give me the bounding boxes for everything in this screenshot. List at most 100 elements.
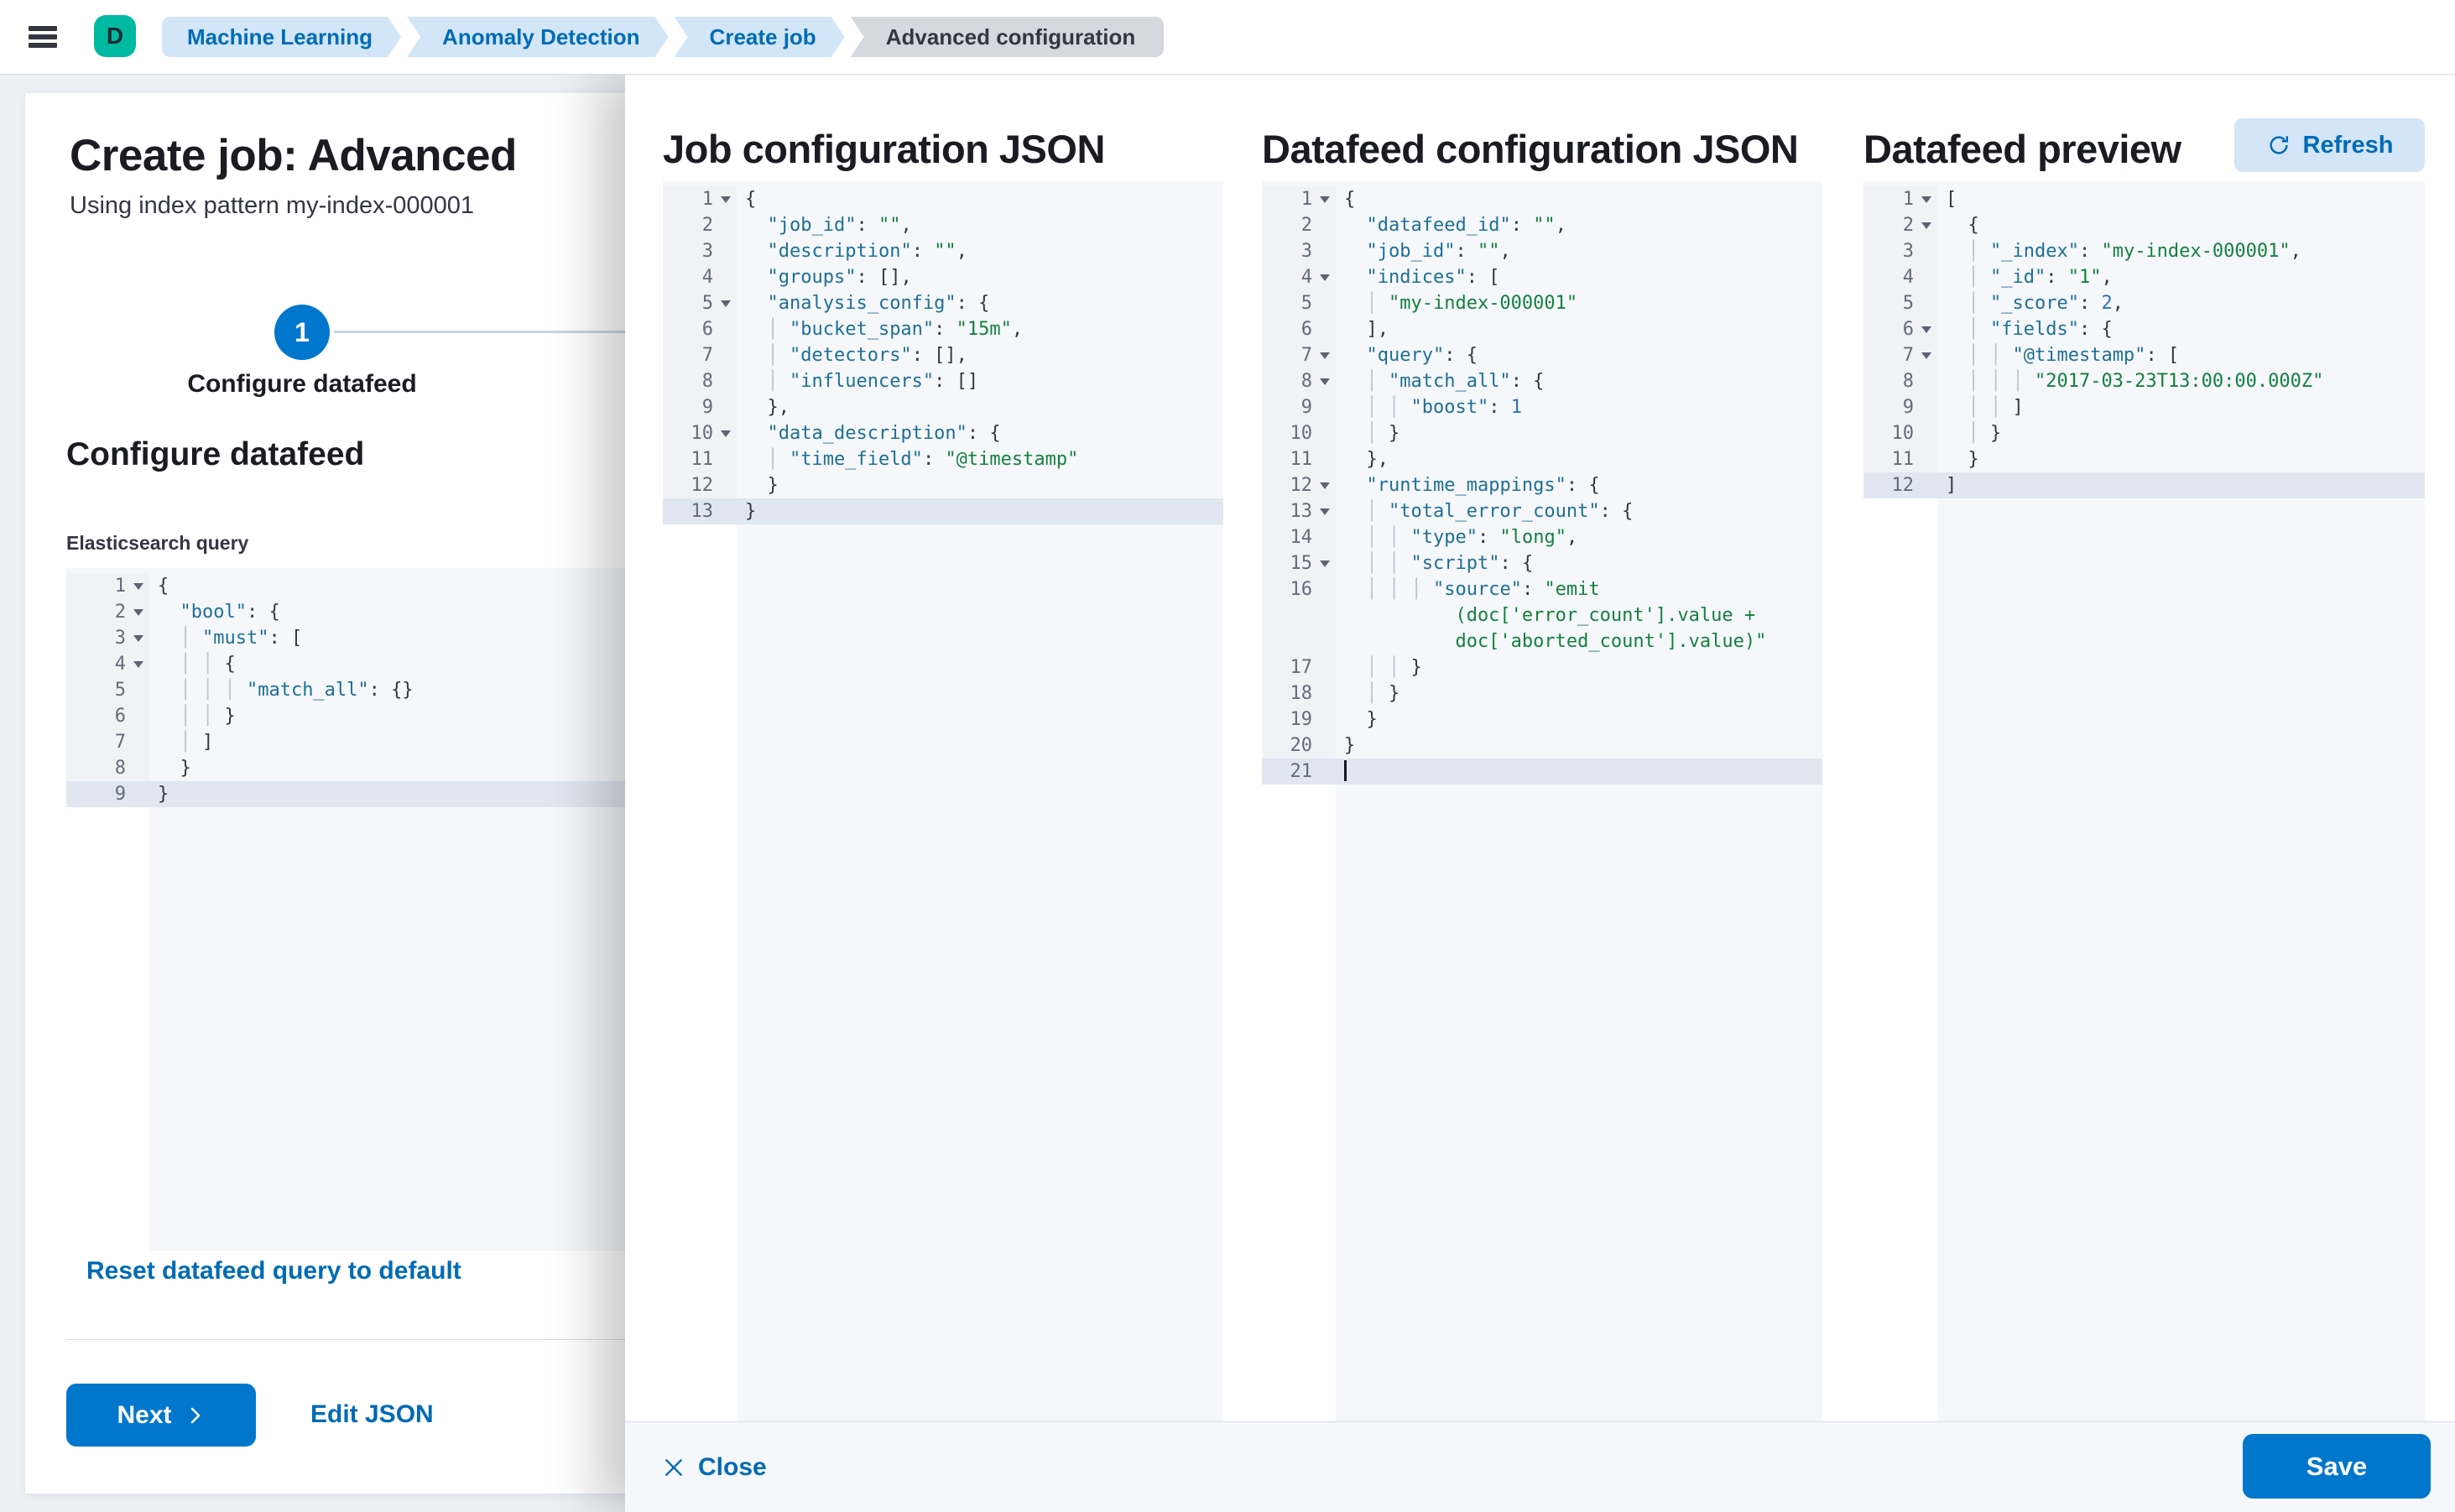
fold-arrow-icon[interactable]: [721, 430, 731, 437]
line-number: 21: [1262, 759, 1336, 785]
breadcrumb-anomaly-detection[interactable]: Anomaly Detection: [407, 17, 669, 57]
close-icon: [663, 1457, 685, 1478]
code-line: 13 │ "total_error_count": {: [1262, 498, 1822, 524]
fold-arrow-icon[interactable]: [1921, 352, 1931, 359]
refresh-button[interactable]: Refresh: [2234, 118, 2425, 172]
fold-arrow-icon[interactable]: [1320, 352, 1330, 359]
line-number: 8: [663, 368, 737, 394]
code-line: 7 │ "detectors": [],: [663, 342, 1223, 368]
line-number: 13: [1262, 498, 1336, 524]
datafeed-configuration-json-title: Datafeed configuration JSON: [1262, 127, 1799, 171]
fold-arrow-icon[interactable]: [133, 635, 143, 642]
code-line: 11 │ "time_field": "@timestamp": [663, 446, 1223, 472]
line-number: 4: [1262, 264, 1336, 290]
code-line: 6 │ "fields": {: [1863, 316, 2425, 342]
text-cursor: [1344, 759, 1347, 781]
divider: [66, 1339, 625, 1340]
code-line: 3 │ "must": [: [66, 625, 625, 651]
fold-arrow-icon[interactable]: [721, 300, 731, 307]
line-number: 5: [1262, 290, 1336, 316]
fold-arrow-icon[interactable]: [1921, 326, 1931, 333]
fold-arrow-icon[interactable]: [133, 609, 143, 616]
code-line: 9 │ │ ]: [1863, 394, 2425, 420]
refresh-button-label: Refresh: [2302, 131, 2394, 159]
next-button[interactable]: Next: [66, 1384, 256, 1447]
line-number: 3: [66, 625, 149, 651]
code-line: 12]: [1863, 472, 2425, 498]
line-number: 6: [1863, 316, 1937, 342]
page-title: Create job: Advanced: [70, 131, 517, 180]
code-line: 8 │ "influencers": []: [663, 368, 1223, 394]
line-number: 15: [1262, 550, 1336, 576]
editor-empty-area: [663, 524, 1223, 1426]
fold-arrow-icon[interactable]: [1320, 508, 1330, 515]
fold-arrow-icon[interactable]: [1320, 196, 1330, 203]
edit-json-link[interactable]: Edit JSON: [310, 1400, 434, 1428]
line-number: 20: [1262, 733, 1336, 759]
datafeed-configuration-json-editor[interactable]: 1{2 "datafeed_id": "",3 "job_id": "",4 "…: [1262, 181, 1822, 1426]
line-number: 1: [1863, 186, 1937, 212]
line-number: 6: [66, 703, 149, 729]
editor-empty-area: [1262, 785, 1822, 1426]
line-number: 1: [1262, 186, 1336, 212]
fold-arrow-icon[interactable]: [721, 196, 731, 203]
breadcrumb-machine-learning[interactable]: Machine Learning: [162, 17, 401, 57]
fold-arrow-icon[interactable]: [1320, 274, 1330, 281]
line-number: 5: [66, 677, 149, 703]
code-line: 10 "data_description": {: [663, 420, 1223, 446]
datafeed-preview-editor[interactable]: 1[2 {3 │ "_index": "my-index-000001",4 │…: [1863, 181, 2425, 1426]
advanced-json-flyout: Job configuration JSON Datafeed configur…: [625, 74, 2455, 1512]
code-line: 9 },: [663, 394, 1223, 420]
refresh-icon: [2266, 133, 2291, 158]
code-line: 7 │ ]: [66, 729, 625, 755]
step-1-label: Configure datafeed: [187, 370, 417, 398]
fold-arrow-icon[interactable]: [1320, 560, 1330, 567]
code-line: 15 │ │ "script": {: [1262, 550, 1822, 576]
code-line: 20}: [1262, 733, 1822, 759]
space-avatar[interactable]: D: [94, 15, 136, 57]
code-line: 2 {: [1863, 212, 2425, 238]
code-line: 5 │ "my-index-000001": [1262, 290, 1822, 316]
fold-arrow-icon[interactable]: [1320, 482, 1330, 489]
fold-arrow-icon[interactable]: [1921, 196, 1931, 203]
line-number: 9: [66, 781, 149, 807]
line-number: 3: [1262, 238, 1336, 264]
line-number: 2: [1863, 212, 1937, 238]
breadcrumb-create-job[interactable]: Create job: [675, 17, 845, 57]
code-line: 18 │ }: [1262, 680, 1822, 706]
code-line: 2 "bool": {: [66, 599, 625, 625]
code-line: 2 "datafeed_id": "",: [1262, 212, 1822, 238]
menu-icon[interactable]: [29, 18, 65, 55]
line-number: 5: [663, 290, 737, 316]
line-number: 4: [66, 651, 149, 677]
code-line: (doc['error_count'].value +: [1262, 602, 1822, 628]
fold-arrow-icon[interactable]: [133, 661, 143, 668]
line-number: [1262, 628, 1336, 654]
editor-empty-area: [66, 807, 625, 1251]
fold-arrow-icon[interactable]: [1921, 222, 1931, 229]
code-line: 3 │ "_index": "my-index-000001",: [1863, 238, 2425, 264]
code-line: 6 │ "bucket_span": "15m",: [663, 316, 1223, 342]
job-configuration-json-editor[interactable]: 1{2 "job_id": "",3 "description": "",4 "…: [663, 181, 1223, 1426]
save-button[interactable]: Save: [2243, 1434, 2431, 1499]
elasticsearch-query-editor[interactable]: 1{2 "bool": {3 │ "must": [4 │ │ {5 │ │ │…: [66, 568, 625, 1251]
flyout-footer: Close Save: [625, 1421, 2455, 1512]
line-number: 12: [1863, 472, 1937, 498]
step-1-indicator[interactable]: 1: [274, 305, 330, 360]
close-button[interactable]: Close: [663, 1422, 767, 1512]
code-line: 17 │ │ }: [1262, 654, 1822, 680]
line-number: 4: [663, 264, 737, 290]
fold-arrow-icon[interactable]: [133, 583, 143, 590]
code-line: 11 }: [1863, 446, 2425, 472]
next-button-label: Next: [117, 1400, 172, 1429]
reset-datafeed-query-link[interactable]: Reset datafeed query to default: [86, 1257, 461, 1285]
step-connector-line: [334, 331, 625, 333]
line-number: 8: [66, 755, 149, 781]
code-line: 21: [1262, 759, 1822, 785]
code-line: 8 │ │ │ "2017-03-23T13:00:00.000Z": [1863, 368, 2425, 394]
line-number: 7: [1863, 342, 1937, 368]
code-line: 1{: [1262, 186, 1822, 212]
breadcrumb-advanced-configuration: Advanced configuration: [850, 17, 1165, 57]
code-line: 14 │ │ "type": "long",: [1262, 524, 1822, 550]
fold-arrow-icon[interactable]: [1320, 378, 1330, 385]
